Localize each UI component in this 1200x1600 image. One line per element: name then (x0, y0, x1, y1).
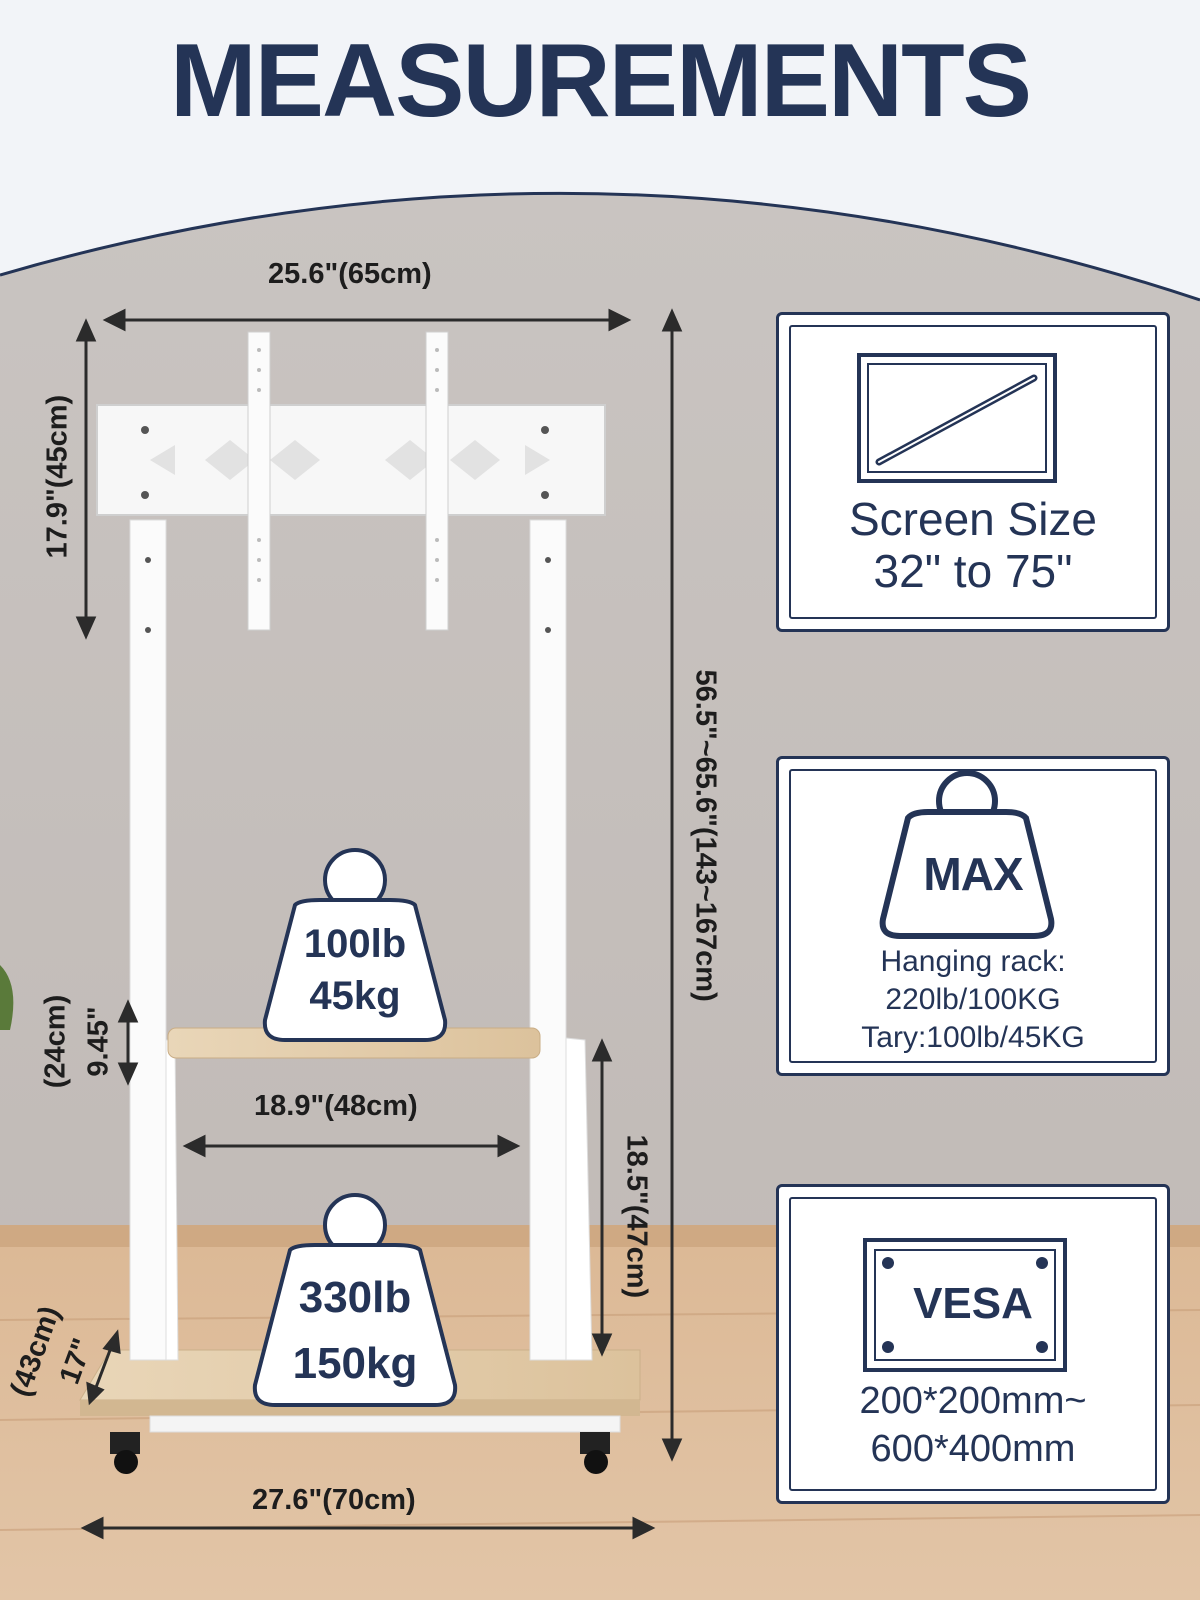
max-load-card: MAX Hanging rack: 220lb/100KG Tary:100lb… (776, 756, 1170, 1076)
base-weight-lb: 330lb (298, 1273, 412, 1322)
plant-leaf (0, 965, 14, 1030)
vesa-badge: VESA (913, 1279, 1033, 1328)
tv-screen-icon (857, 353, 1057, 483)
dimension-lines (75, 308, 683, 1540)
tray-width-label: 18.9"(48cm) (254, 1090, 418, 1122)
screen-size-line2: 32" to 75" (873, 545, 1073, 597)
mount-height-label: 17.9"(45cm) (41, 394, 74, 559)
tray-gap-cm-label: (24cm) (39, 994, 72, 1089)
top-width-label: 25.6"(65cm) (268, 258, 432, 290)
base-weight-kg: 150kg (292, 1339, 418, 1388)
base-weight-values: 330lb 150kg (260, 1265, 450, 1397)
caster-wheel-right (580, 1432, 610, 1474)
total-height-label: 56.5"~65.6"(143~167cm) (689, 669, 722, 1002)
vesa-line2: 600*400mm (870, 1428, 1076, 1470)
max-line3: Tary:100lb/45KG (861, 1021, 1085, 1054)
tray-weight-lb: 100lb (303, 922, 407, 966)
tray-weight-values: 100lb 45kg (265, 918, 445, 1022)
page-title: MEASUREMENTS (169, 23, 1032, 139)
base-weight-icon (252, 1193, 458, 1407)
max-line2: 220lb/100KG (885, 983, 1061, 1016)
tray-gap-inch-label: 9.45" (82, 1006, 115, 1077)
lower-height-label: 18.5"(47cm) (620, 1134, 653, 1299)
vesa-plate-icon (863, 1238, 1067, 1372)
screen-size-line1: Screen Size (848, 493, 1097, 545)
vesa-line1: 200*200mm~ (859, 1380, 1087, 1422)
weight-icon (879, 770, 1055, 939)
vesa-card: VESA 200*200mm~ 600*400mm (776, 1184, 1170, 1504)
screen-size-text: Screen Size 32" to 75" (779, 493, 1167, 597)
base-width-label: 27.6"(70cm) (252, 1484, 416, 1516)
caster-wheel-left (110, 1432, 140, 1474)
vesa-text: 200*200mm~ 600*400mm (779, 1377, 1167, 1473)
max-badge: MAX (923, 848, 1023, 900)
tray-weight-icon (262, 848, 448, 1042)
max-line1: Hanging rack: (880, 945, 1066, 978)
tray-weight-kg: 45kg (309, 974, 401, 1018)
screen-size-card: Screen Size 32" to 75" (776, 312, 1170, 632)
max-load-text: Hanging rack: 220lb/100KG Tary:100lb/45K… (779, 943, 1167, 1057)
